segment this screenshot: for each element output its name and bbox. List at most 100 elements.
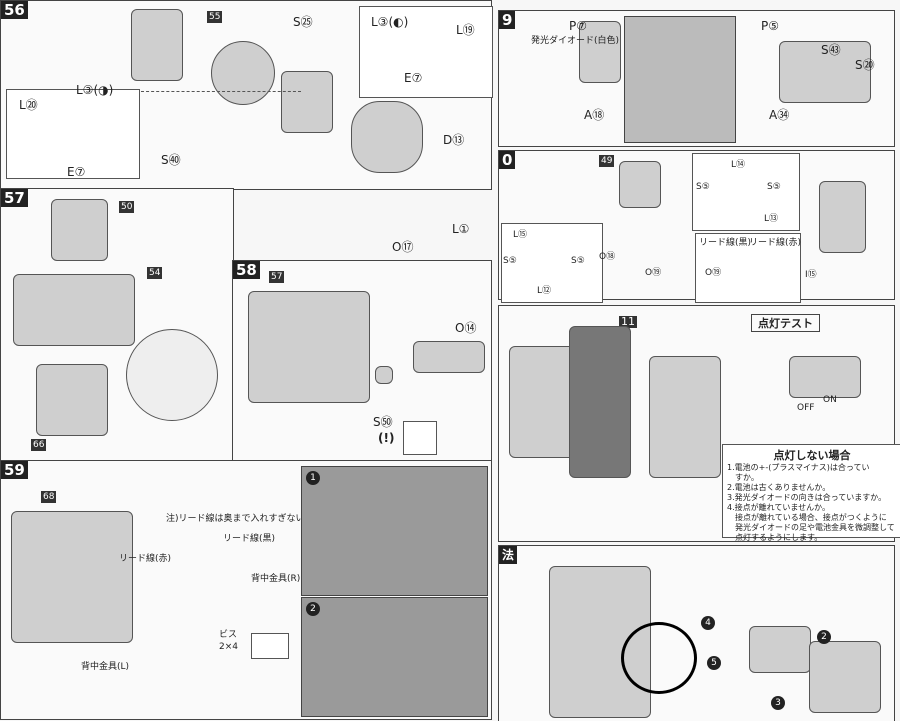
- part-label: P⑤: [761, 19, 779, 33]
- callout-number: 2: [817, 630, 831, 644]
- step-56-panel: 56 55 S㉕ L③(◐) L⑲ L③(◑) L⑳ E⑦ E⑦ S㊵ D⑬: [0, 0, 493, 190]
- step-10-panel: 0 49 L⑭ S⑤ S⑤ L⑬ L⑮ S⑤ S⑤ L⑫ O⑱ O⑲ O⑲ リー…: [498, 150, 895, 303]
- part-number: 49: [599, 155, 615, 167]
- part-label: O⑲: [705, 268, 722, 278]
- part-label: リード線(黒): [699, 238, 752, 248]
- part-label: D⑬: [443, 133, 465, 147]
- part-drawing: [779, 41, 871, 103]
- switch-part: [789, 356, 861, 398]
- list-item: 接点が離れている場合、接点がつくように: [735, 513, 887, 522]
- detail-inset: [692, 153, 800, 231]
- part-label: リード線(赤): [119, 554, 172, 564]
- part-label: O⑭: [455, 321, 477, 335]
- part-drawing: [579, 21, 621, 83]
- part-label: E⑦: [404, 71, 423, 85]
- part-label: 背中金具(R): [251, 574, 301, 584]
- step-number: 58: [233, 261, 260, 279]
- sphere-part: [211, 41, 275, 105]
- photo-2: 2: [301, 597, 488, 717]
- part-number: 68: [41, 491, 57, 503]
- caution-mark: (!): [378, 431, 395, 445]
- part-label: 発光ダイオード(白色): [531, 36, 620, 46]
- part-label: I⑮: [805, 270, 817, 280]
- detail-circle: [126, 329, 218, 421]
- assembly-line: [141, 91, 301, 92]
- part-label: L⑭: [731, 160, 746, 170]
- photo-number: 1: [306, 471, 320, 485]
- part-label: S㊿: [373, 415, 393, 429]
- part-label: L⑫: [537, 286, 552, 296]
- callout-number: 4: [701, 616, 715, 630]
- leg-part: [649, 356, 721, 478]
- lower-part: [36, 364, 108, 436]
- part-label: S⑤: [503, 256, 517, 266]
- step-number: 59: [1, 461, 28, 479]
- step-58-panel: 58 57 O⑭ S㊿ (!): [232, 260, 492, 462]
- body-assembly: [11, 511, 133, 643]
- step-number: 57: [1, 189, 28, 207]
- body-part: [569, 326, 631, 478]
- list-item: 2.電池は古くありませんか。: [727, 483, 831, 492]
- list-item: 1.電池の+-(プラスマイナス)は合ってい: [727, 463, 870, 472]
- detail-inset: [403, 421, 437, 455]
- part-label: O⑲: [645, 268, 662, 278]
- body-part: [13, 274, 135, 346]
- off-label: OFF: [797, 403, 815, 413]
- troubleshooting-box: 点灯しない場合 1.電池の+-(プラスマイナス)は合ってい すか。 2.電池は古…: [722, 444, 900, 542]
- part-label: O⑱: [599, 252, 616, 262]
- part-label: S⑤: [571, 256, 585, 266]
- body-assembly: [248, 291, 370, 403]
- part-label: E⑦: [67, 165, 86, 179]
- part-label: P⑦: [569, 19, 587, 33]
- step-number: 9: [499, 11, 516, 29]
- caution-note: 注)リード線は奥まで入れすぎない!: [166, 514, 309, 524]
- list-item: 発光ダイオードの足や電池金具を微調整して: [735, 523, 895, 532]
- callout-number: 5: [707, 656, 721, 670]
- photo-number: 2: [306, 602, 320, 616]
- part-number: 50: [119, 201, 135, 213]
- part-label: S㊵: [161, 153, 181, 167]
- list-item: 点灯するようにします。: [735, 533, 823, 542]
- troubleshooting-title: 点灯しない場合: [773, 449, 851, 462]
- part-label: S⑳: [855, 58, 875, 72]
- part-label: L⑲: [456, 23, 475, 37]
- part-label: S⑤: [696, 182, 710, 192]
- detail-inset: [6, 89, 140, 179]
- part-label: L⑮: [513, 230, 528, 240]
- detail-inset: [359, 6, 493, 98]
- part-number: 55: [207, 11, 223, 23]
- part-label: O⑰: [392, 240, 414, 254]
- step-number: 56: [1, 1, 28, 19]
- part-label: A㉞: [769, 108, 790, 122]
- part-number: 11: [619, 315, 637, 328]
- battery-panel: 法 4 2 5 3: [498, 545, 895, 721]
- step-59-panel: 59 68 注)リード線は奥まで入れすぎない! リード線(黒) リード線(赤) …: [0, 460, 492, 720]
- step-57-panel: 57 50 54 66: [0, 188, 234, 462]
- on-label: ON: [823, 395, 837, 405]
- part-number: 54: [147, 267, 163, 279]
- part-label: S⑤: [767, 182, 781, 192]
- section-title: 法: [499, 546, 518, 564]
- part-label: S㉕: [293, 15, 313, 29]
- list-item: すか。: [735, 473, 759, 482]
- callout-number: 3: [771, 696, 785, 710]
- photo-1: 1: [301, 466, 488, 596]
- part-label: S㊸: [821, 43, 841, 57]
- light-test-title: 点灯テスト: [751, 314, 820, 332]
- part-number: 66: [31, 439, 47, 451]
- part-drawing: [413, 341, 485, 373]
- part-drawing: [281, 71, 333, 133]
- part-label: A⑱: [584, 108, 605, 122]
- part-drawing: [819, 181, 866, 253]
- part-drawing: [749, 626, 811, 673]
- light-test-panel: 11 78 点灯テスト OFF ON 点灯しない場合 1.電池の+-(プラスマイ…: [498, 305, 900, 542]
- head-part: [51, 199, 108, 261]
- highlight-circle: [621, 622, 697, 694]
- part-label: リード線(黒): [223, 534, 276, 544]
- step-9-panel: 9 P⑦ 発光ダイオード(白色) A⑱ P⑤ S㊸ S⑳ A㉞: [498, 10, 895, 147]
- part-drawing: [809, 641, 881, 713]
- part-label: L⑳: [19, 98, 38, 112]
- list-item: 4.接点が離れていませんか。: [727, 503, 830, 512]
- part-label: 背中金具(L): [81, 662, 130, 672]
